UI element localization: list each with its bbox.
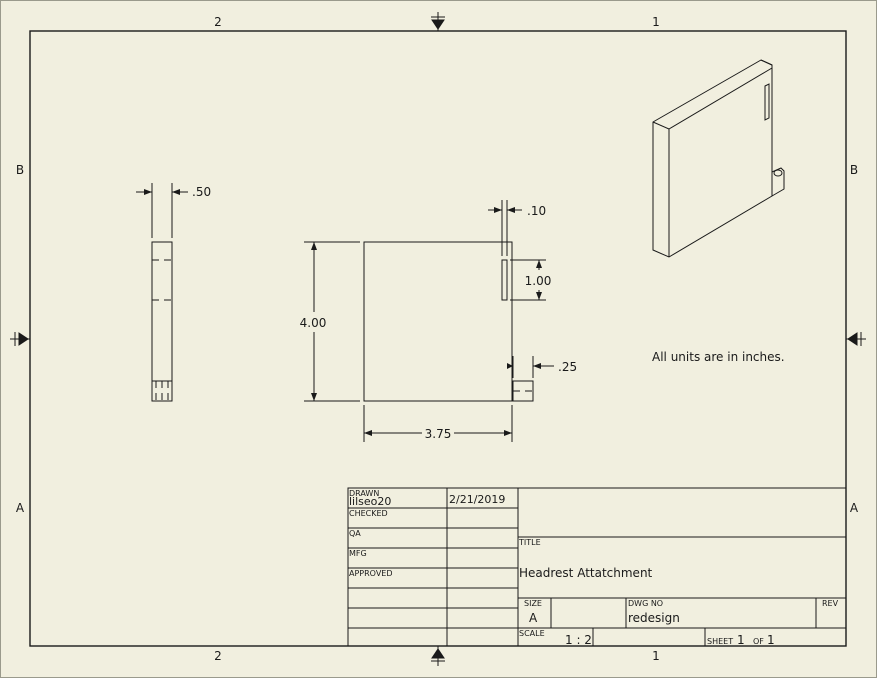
center-mark-right [846, 332, 866, 346]
isometric-view [652, 59, 785, 258]
sheet-label: SHEET [707, 637, 733, 646]
scale-value: 1 : 2 [565, 633, 592, 647]
dim-slot-length: 1.00 [525, 274, 552, 288]
sheet-number: 1 [737, 633, 745, 647]
center-mark-left [10, 332, 30, 346]
dim-height: 4.00 [300, 316, 327, 330]
zone-label-bottom-1: 1 [652, 649, 660, 663]
size-value: A [529, 611, 538, 625]
dwg-no-label: DWG NO [628, 599, 663, 608]
title-label: TITLE [518, 538, 541, 547]
center-mark-bottom [431, 646, 445, 666]
dwg-no-value: redesign [628, 611, 680, 625]
sheet-total: 1 [767, 633, 775, 647]
title-block [347, 487, 847, 647]
dim-thickness: .50 [192, 185, 211, 199]
rev-label: REV [822, 599, 839, 608]
drawn-by: lilseo20 [349, 495, 391, 508]
approved-label: APPROVED [349, 569, 393, 578]
front-view [304, 200, 554, 442]
zone-label-bottom-2: 2 [214, 649, 222, 663]
zone-label-top-2: 2 [214, 15, 222, 29]
drawn-label: DRAWN [349, 489, 379, 498]
zone-label-right-b: B [850, 163, 858, 177]
of-label: OF [753, 637, 764, 646]
checked-label: CHECKED [349, 509, 388, 518]
zone-label-right-a: A [850, 501, 859, 515]
qa-label: QA [349, 529, 361, 538]
dim-tab-width: .25 [558, 360, 577, 374]
units-note: All units are in inches. [652, 350, 785, 364]
zone-label-left-b: B [16, 163, 24, 177]
drawing-title: Headrest Attatchment [519, 566, 653, 580]
zone-label-left-a: A [16, 501, 25, 515]
center-mark-top [431, 12, 445, 31]
dim-slot-width: .10 [527, 204, 546, 218]
zone-label-top-1: 1 [652, 15, 660, 29]
scale-label: SCALE [519, 629, 545, 638]
size-label: SIZE [524, 599, 542, 608]
mfg-label: MFG [349, 549, 367, 558]
drawn-date: 2/21/2019 [449, 493, 505, 506]
side-view [136, 183, 188, 402]
dim-width: 3.75 [425, 427, 452, 441]
